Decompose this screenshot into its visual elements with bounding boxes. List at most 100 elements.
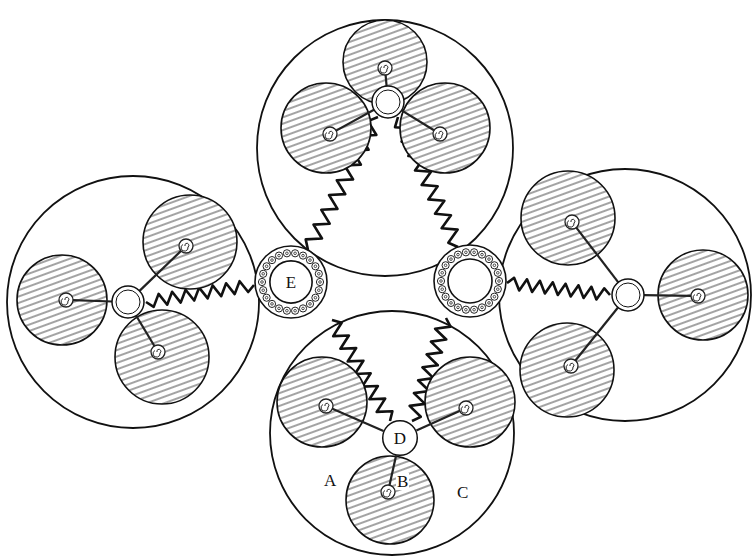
nucleus-spiral	[435, 131, 443, 139]
nucleus	[433, 127, 447, 141]
ring-granule	[258, 278, 265, 285]
nucleus-spiral	[383, 489, 391, 497]
ring-granule	[316, 278, 323, 285]
ring-granule	[275, 252, 282, 259]
central-circle	[112, 286, 144, 318]
connecting-strand	[73, 300, 112, 301]
nucleus-spiral	[325, 131, 333, 139]
connecting-strand	[576, 228, 618, 283]
ring-granule	[491, 293, 498, 300]
hatched-circle	[346, 456, 434, 544]
ring-granule	[494, 286, 501, 293]
ring-band	[434, 245, 506, 317]
ring-granule-core	[488, 302, 491, 305]
ring-granule-core	[457, 306, 460, 309]
outer-circle	[257, 20, 513, 276]
ring-granule-core	[278, 254, 281, 257]
connecting-strand	[416, 411, 459, 431]
ring-granule	[263, 294, 270, 301]
ring-granule	[491, 262, 498, 269]
ring-granule-core	[465, 251, 468, 254]
ring-granule-core	[314, 265, 317, 268]
nucleus-spiral	[461, 405, 469, 413]
nucleus	[59, 293, 73, 307]
nucleus-spiral	[380, 65, 388, 73]
callout-letter: A	[323, 472, 337, 489]
ring-granule	[485, 256, 492, 263]
ring-granule	[283, 307, 290, 314]
ring-granule	[462, 249, 469, 256]
hatched-circle	[425, 357, 515, 447]
ring-granule	[439, 286, 446, 293]
outer-circle	[270, 311, 514, 555]
ring-granule	[471, 249, 478, 256]
ring-granule-core	[265, 265, 268, 268]
ring-granule-core	[319, 281, 322, 284]
ring-granule-core	[441, 288, 444, 291]
central-circle	[372, 86, 404, 118]
ring-inner-circle	[448, 259, 492, 303]
ring-granule-core	[481, 306, 484, 309]
hatched-circle	[400, 83, 490, 173]
ring-granule	[454, 304, 461, 311]
ring-granule	[442, 293, 449, 300]
ring-granule-core	[457, 253, 460, 256]
connecting-strand	[336, 110, 374, 131]
ring-granule-core	[465, 308, 468, 311]
ring-granule	[312, 263, 319, 270]
ring-granule-core	[302, 307, 305, 310]
nucleus-spiral	[321, 403, 329, 411]
ring-granule-core	[294, 309, 297, 312]
ring-granule	[299, 305, 306, 312]
ring-band	[255, 246, 327, 318]
nucleus-spiral	[181, 243, 189, 251]
ring-granule-core	[286, 309, 289, 312]
ring-granule-core	[271, 303, 274, 306]
central-circle	[612, 279, 644, 311]
ring-granule-core	[450, 258, 453, 261]
ring-granule	[299, 252, 306, 259]
ring-granule-core	[302, 254, 305, 257]
ring-granule-core	[278, 307, 281, 310]
ring-granule	[478, 304, 485, 311]
nucleus-spiral	[693, 293, 701, 301]
ring-granule-core	[441, 272, 444, 275]
nucleus-spiral	[153, 349, 161, 357]
ring-granule-core	[286, 252, 289, 255]
ring-granule-core	[262, 289, 265, 292]
ring-granule	[447, 299, 454, 306]
ring-granule-core	[314, 296, 317, 299]
hatched-circle	[520, 323, 614, 417]
hatched-circle	[115, 310, 209, 404]
ring-granule-core	[493, 264, 496, 267]
ring-granule	[292, 307, 299, 314]
ring-granule	[260, 270, 267, 277]
callout-letter: B	[396, 473, 409, 490]
ring-granule	[442, 262, 449, 269]
outer-circle	[7, 176, 259, 428]
ring-granule-core	[309, 303, 312, 306]
ring-granule-core	[271, 259, 274, 262]
central-inner-circle	[616, 283, 640, 307]
ring-granule-core	[262, 273, 265, 276]
ring-granule	[315, 270, 322, 277]
nucleus	[459, 401, 473, 415]
ring-granule	[454, 251, 461, 258]
ring-granule	[485, 299, 492, 306]
ring-granule-core	[309, 259, 312, 262]
connecting-strand	[332, 409, 383, 431]
nucleus	[319, 399, 333, 413]
ring-granule-core	[497, 272, 500, 275]
ring-granule	[478, 251, 485, 258]
ring-granule	[312, 294, 319, 301]
ring-granule-core	[497, 288, 500, 291]
nucleus	[323, 127, 337, 141]
connecting-strand	[644, 294, 691, 297]
ring-granule-core	[493, 295, 496, 298]
connecting-strand	[575, 308, 618, 361]
nucleus-spiral	[567, 219, 575, 227]
ring-granule	[495, 277, 502, 284]
ring-granule	[283, 250, 290, 257]
